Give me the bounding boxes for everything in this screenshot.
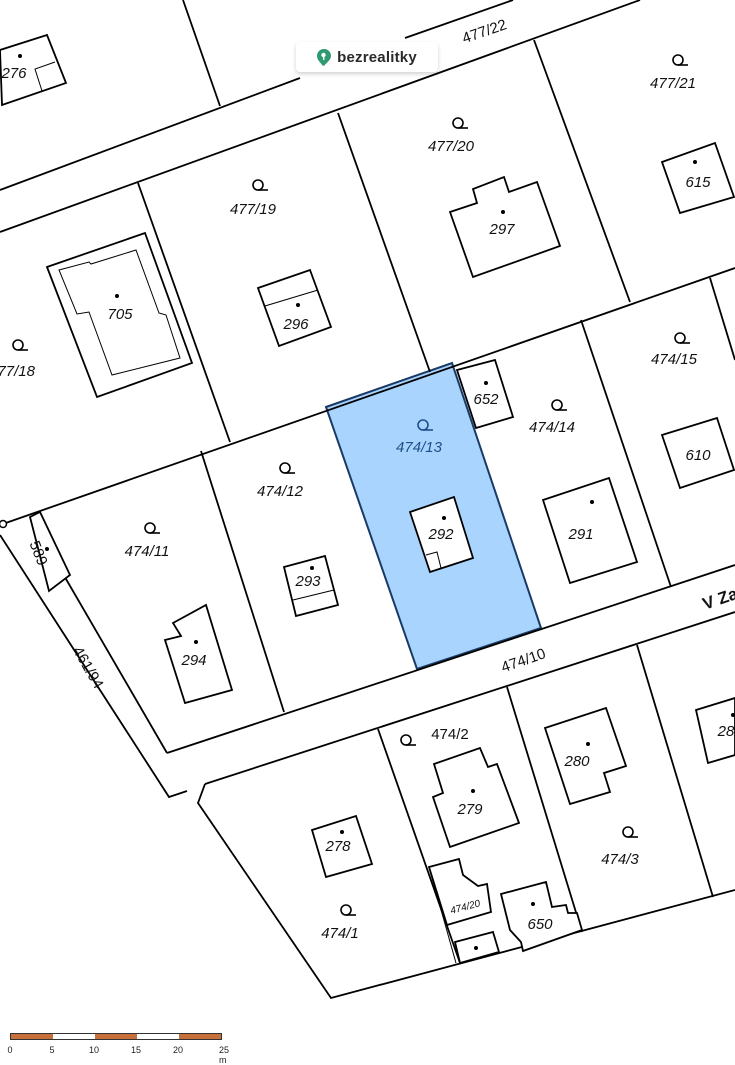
parcel-symbol-icon [672,54,688,66]
scale-bar: 0 5 10 15 20 25 m [7,1033,229,1065]
building-label: 297 [488,221,515,238]
building-label: 615 [685,174,711,191]
scale-label: 20 [172,1045,184,1055]
parcel-symbol-icon [252,179,268,191]
brand-logo[interactable]: bezrealitky [296,42,438,72]
street-label: V Za [700,584,735,614]
building-label: 280 [563,753,590,770]
buildings [0,33,735,965]
parcel-symbol-icon [417,419,433,431]
parcel-symbol-icon [340,904,356,916]
parcel-label: 477/22 [460,16,509,47]
building-label: 276 [0,65,27,82]
parcel-label: 474/11 [125,543,170,560]
parcel-symbol-icon [144,522,160,534]
parcel-symbol-icon [279,462,295,474]
scale-label: 15 [130,1045,142,1055]
parcel-labels: 477/22 477/21 477/20 477/19 477/18 474/1… [0,16,735,942]
parcel-symbols [12,54,690,916]
parcel-label: 474/3 [601,851,639,868]
brand-name: bezrealitky [337,48,417,66]
parcel-symbol-icon [452,117,468,129]
parcel-label: 461/94 [69,644,107,692]
selected-parcel-label: 474/13 [396,439,443,456]
building-label: 650 [527,916,553,933]
survey-point-icon [0,519,8,529]
building-labels: 276 615 297 705 296 652 610 292 291 589 … [0,65,735,933]
map-pin-icon [317,48,332,66]
parcel-label: 474/10 [499,645,548,676]
building-label: 610 [685,447,711,464]
parcel-symbol-icon [622,826,638,838]
parcel-label: 474/12 [257,483,304,500]
parcel-label: 477/21 [650,75,696,92]
parcel-symbol-icon [400,734,416,746]
building-label: 296 [282,316,309,333]
parcel-symbol-icon [674,332,690,344]
parcel-label: 474/15 [651,351,698,368]
building-label: 28 [717,723,735,740]
parcel-label: 474/2 [431,726,469,743]
parcel-boundaries [0,0,735,1000]
parcel-symbol-icon [12,339,28,351]
parcel-label: 477/19 [230,201,277,218]
building-label: 293 [294,573,321,590]
scale-label: 25 m [218,1045,230,1065]
building-label: 292 [427,526,454,543]
building-label: 291 [567,526,593,543]
scale-label: 0 [7,1045,13,1055]
parcel-label: 474/14 [529,419,575,436]
scale-label: 5 [49,1045,55,1055]
building-label: 652 [473,391,499,408]
building-label: 705 [107,306,133,323]
building-label: 278 [324,838,351,855]
parcel-label: 477/20 [428,138,475,155]
parcel-symbol-icon [551,399,567,411]
building-label: 279 [456,801,483,818]
parcel-label: 477/18 [0,363,36,380]
building-label: 294 [180,652,206,669]
scale-label: 10 [88,1045,100,1055]
parcel-label: 474/1 [321,925,359,942]
